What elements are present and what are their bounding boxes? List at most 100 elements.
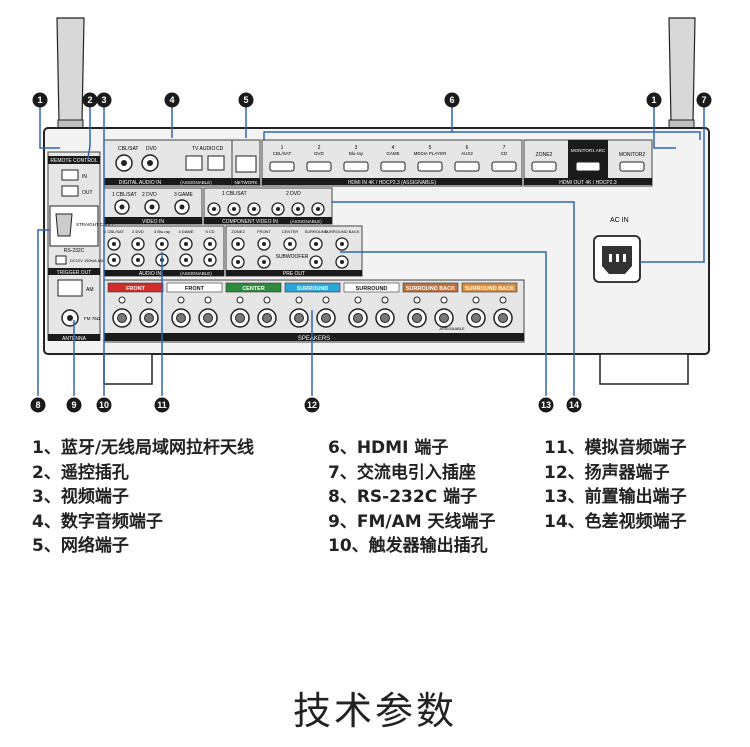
pre-out-jack-label: FRONT	[257, 229, 271, 234]
speaker-block: CENTER	[225, 282, 282, 328]
audio-in-jack: 1 CBL/SAT	[104, 229, 124, 267]
hdmi-input-name: MEDIA PLAYER	[414, 151, 447, 156]
pre-out-label: PRE OUT	[283, 271, 305, 277]
pre-out-jack: SURROUND BACK	[324, 229, 360, 269]
component-video-panel: 1 CBL/SAT 2 DVD COMPONENT VIDEO IN (ASSI…	[203, 187, 333, 225]
remote-control-label: REMOTE CONTROL	[50, 158, 97, 164]
legend-column-3: 11、模拟音频端子 12、扬声器端子 13、前置输出端子 14、色差视频端子	[544, 436, 687, 534]
legend-item: 12、扬声器端子	[544, 462, 670, 483]
hdmi-input-7: 7CD	[491, 145, 517, 172]
speaker-block: FRONT	[166, 282, 223, 328]
hdmi-input-name: CBL/SAT	[273, 151, 292, 156]
pre-out-jack: ZONE2	[231, 229, 245, 269]
legend-item: 5、网络端子	[32, 536, 129, 556]
svg-text:(ASSIGNABLE): (ASSIGNABLE)	[290, 219, 322, 224]
pre-out-jack-label: CENTER	[282, 229, 299, 234]
hdmi-input-number: 2	[318, 145, 321, 151]
left-connector-column: REMOTE CONTROL IN OUT STRAIGHT CABLE RS-…	[47, 151, 115, 342]
callout-number: 11	[157, 400, 167, 410]
speaker-block: SURROUND BACK	[461, 282, 518, 328]
hdmi-input-number: 5	[429, 145, 432, 151]
straight-cable-label: STRAIGHT CABLE	[76, 222, 115, 227]
audio-in-label: AUDIO IN	[139, 271, 162, 277]
audio-in-jack-label: 3 Blu-ray	[154, 229, 170, 234]
callout-marker: 11	[154, 397, 170, 413]
legend-item: 9、FM/AM 天线端子	[328, 511, 496, 532]
svg-text:2 DVD: 2 DVD	[286, 191, 301, 197]
legend-item: 2、遥控插孔	[32, 462, 129, 483]
speaker-block: SURROUND	[343, 282, 400, 328]
trigger-out-label: TRIGGER OUT	[57, 270, 92, 276]
fm-label: FM 75Ω	[84, 316, 101, 321]
ac-in-label: AC IN	[610, 217, 629, 224]
speaker-block: FRONT	[107, 282, 164, 328]
speaker-block-label: SURROUND BACK	[465, 286, 514, 292]
audio-in-panel: 1 CBL/SAT 2 DVD 3 Blu-ray 4 GAME 5 CD AUDIO …	[103, 225, 225, 277]
legend-item: 4、数字音频端子	[32, 511, 163, 532]
callout-number: 1	[651, 95, 656, 105]
speakers-label: SPEAKERS	[298, 336, 330, 342]
audio-in-jack: 5 CD	[203, 229, 217, 267]
foot-right	[599, 353, 689, 385]
speaker-block-label: SURROUND BACK	[406, 286, 455, 292]
svg-text:CBL/SAT: CBL/SAT	[118, 146, 138, 152]
callout-marker: 1	[646, 92, 662, 108]
pre-out-jack-label: SURROUND	[304, 229, 327, 234]
hdmi-out-label: HDMI OUT 4K / HDCP2.3	[559, 180, 617, 186]
callout-number: 1	[37, 95, 42, 105]
antenna-left	[56, 17, 85, 141]
callout-number: 6	[449, 95, 454, 105]
rs232c-label: RS-232C	[64, 248, 85, 254]
callout-number: 5	[243, 95, 248, 105]
speaker-block-label: FRONT	[126, 286, 146, 292]
legend-column-1: 1、蓝牙/无线局域网拉杆天线 2、遥控插孔 3、视频端子 4、数字音频端子 5、…	[32, 436, 254, 559]
svg-text:(ASSIGNABLE): (ASSIGNABLE)	[180, 180, 212, 185]
callout-marker: 13	[538, 397, 554, 413]
trigger-spec-label: DC12V 150mA MAX.	[70, 258, 107, 263]
digital-audio-label: DIGITAL AUDIO IN	[119, 180, 162, 186]
callout-number: 9	[71, 400, 76, 410]
hdmi-in-label: HDMI IN 4K / HDCP2.3 (ASSIGNABLE)	[348, 180, 437, 186]
svg-text:2 DVD: 2 DVD	[142, 192, 157, 198]
callout-marker: 3	[96, 92, 112, 108]
speaker-block-label: SURROUND	[356, 286, 388, 292]
speaker-assignable-label: ASSIGNABLE	[439, 326, 465, 331]
ac-in-socket: AC IN	[593, 217, 641, 283]
callout-number: 13	[541, 400, 551, 410]
audio-in-jack-label: 1 CBL/SAT	[104, 229, 124, 234]
digital-audio-panel: CBL/SAT DVD TV AUDIO CD DIGITAL AUDIO IN…	[103, 139, 235, 187]
foot-left	[103, 353, 153, 385]
callout-marker: 6	[444, 92, 460, 108]
legend-item: 14、色差视频端子	[544, 511, 687, 532]
svg-text:1 CBL/SAT: 1 CBL/SAT	[222, 191, 247, 197]
pre-out-jack-label: SURROUND BACK	[324, 229, 359, 234]
hdmi-input-name: CD	[501, 151, 508, 156]
network-port: NETWORK	[231, 139, 261, 187]
component-video-label: COMPONENT VIDEO IN	[222, 219, 278, 225]
audio-in-jack-label: 5 CD	[205, 229, 214, 234]
audio-in-jack-label: 4 GAME	[178, 229, 193, 234]
pre-out-jack: FRONT	[257, 229, 271, 269]
callout-marker: 10	[96, 397, 112, 413]
svg-text:ZONE2: ZONE2	[536, 152, 553, 158]
callout-marker: 12	[304, 397, 320, 413]
hdmi-input-number: 4	[392, 145, 395, 151]
svg-text:DVD: DVD	[146, 146, 157, 152]
audio-in-jack-label: 2 DVD	[132, 229, 144, 234]
callout-number: 8	[35, 400, 40, 410]
svg-text:1 CBL/SAT: 1 CBL/SAT	[112, 192, 137, 198]
legend-item: 1、蓝牙/无线局域网拉杆天线	[32, 438, 255, 458]
callout-marker: 5	[238, 92, 254, 108]
callout-number: 3	[101, 95, 106, 105]
legend-item: 6、HDMI 端子	[328, 438, 449, 458]
video-in-panel: 1 CBL/SAT 2 DVD 3 GAME VIDEO IN	[103, 187, 203, 225]
hdmi-input-number: 1	[281, 145, 284, 151]
callout-number: 10	[99, 400, 109, 410]
callout-number: 2	[87, 95, 92, 105]
